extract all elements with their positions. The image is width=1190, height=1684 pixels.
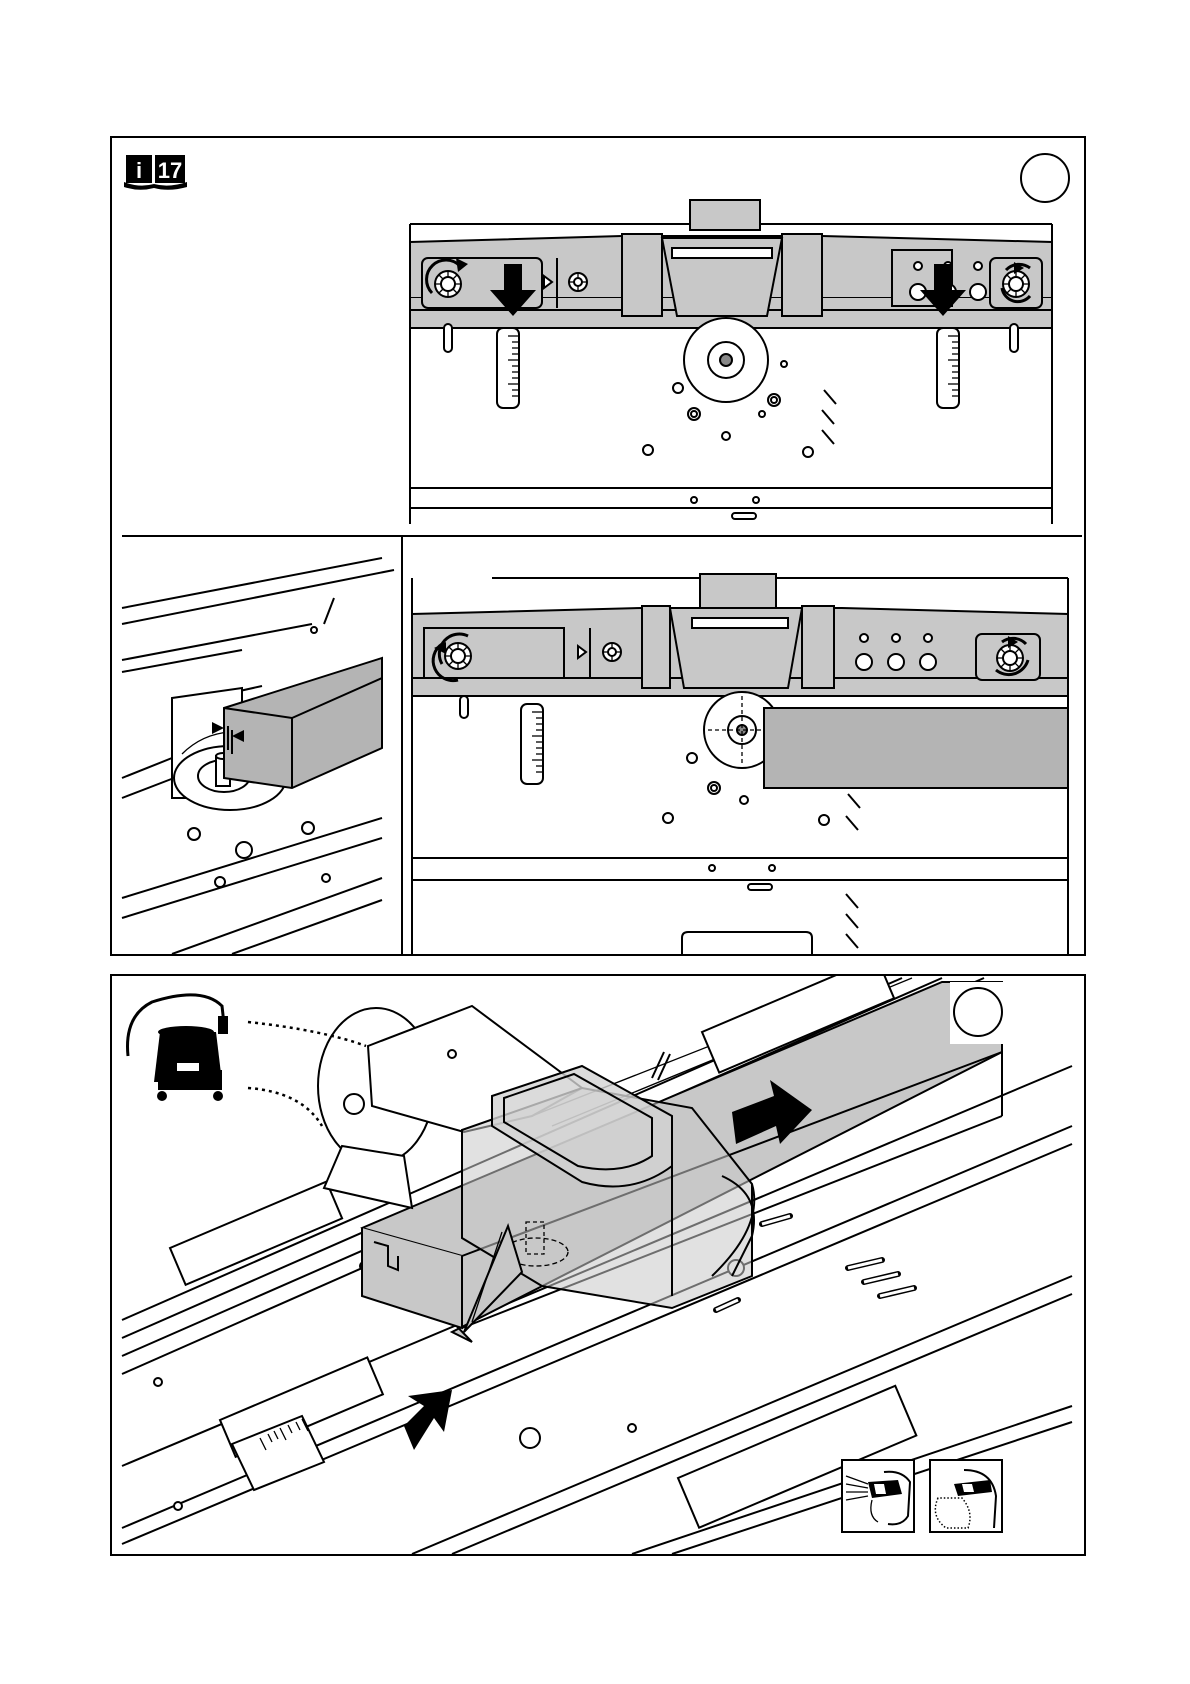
arrow-icon — [404, 1390, 452, 1450]
fence-adjustment-illustration: i 17 — [112, 138, 1084, 954]
routing-operation-illustration — [112, 976, 1084, 1554]
router-bit-detail — [122, 558, 394, 954]
info-book-icon: i 17 — [124, 155, 187, 190]
fence-with-workpiece — [412, 574, 1068, 954]
fence-top-view — [410, 200, 1052, 524]
dust-mask-icon — [930, 1460, 1002, 1532]
badge-letter: i — [136, 158, 142, 183]
figure-panel-top: i 17 — [110, 136, 1086, 956]
badge-number: 17 — [158, 158, 182, 183]
step-circle — [1021, 154, 1069, 202]
safety-goggles-icon — [842, 1460, 914, 1532]
figure-panel-bottom — [110, 974, 1086, 1556]
vacuum-extractor-icon — [128, 995, 229, 1101]
